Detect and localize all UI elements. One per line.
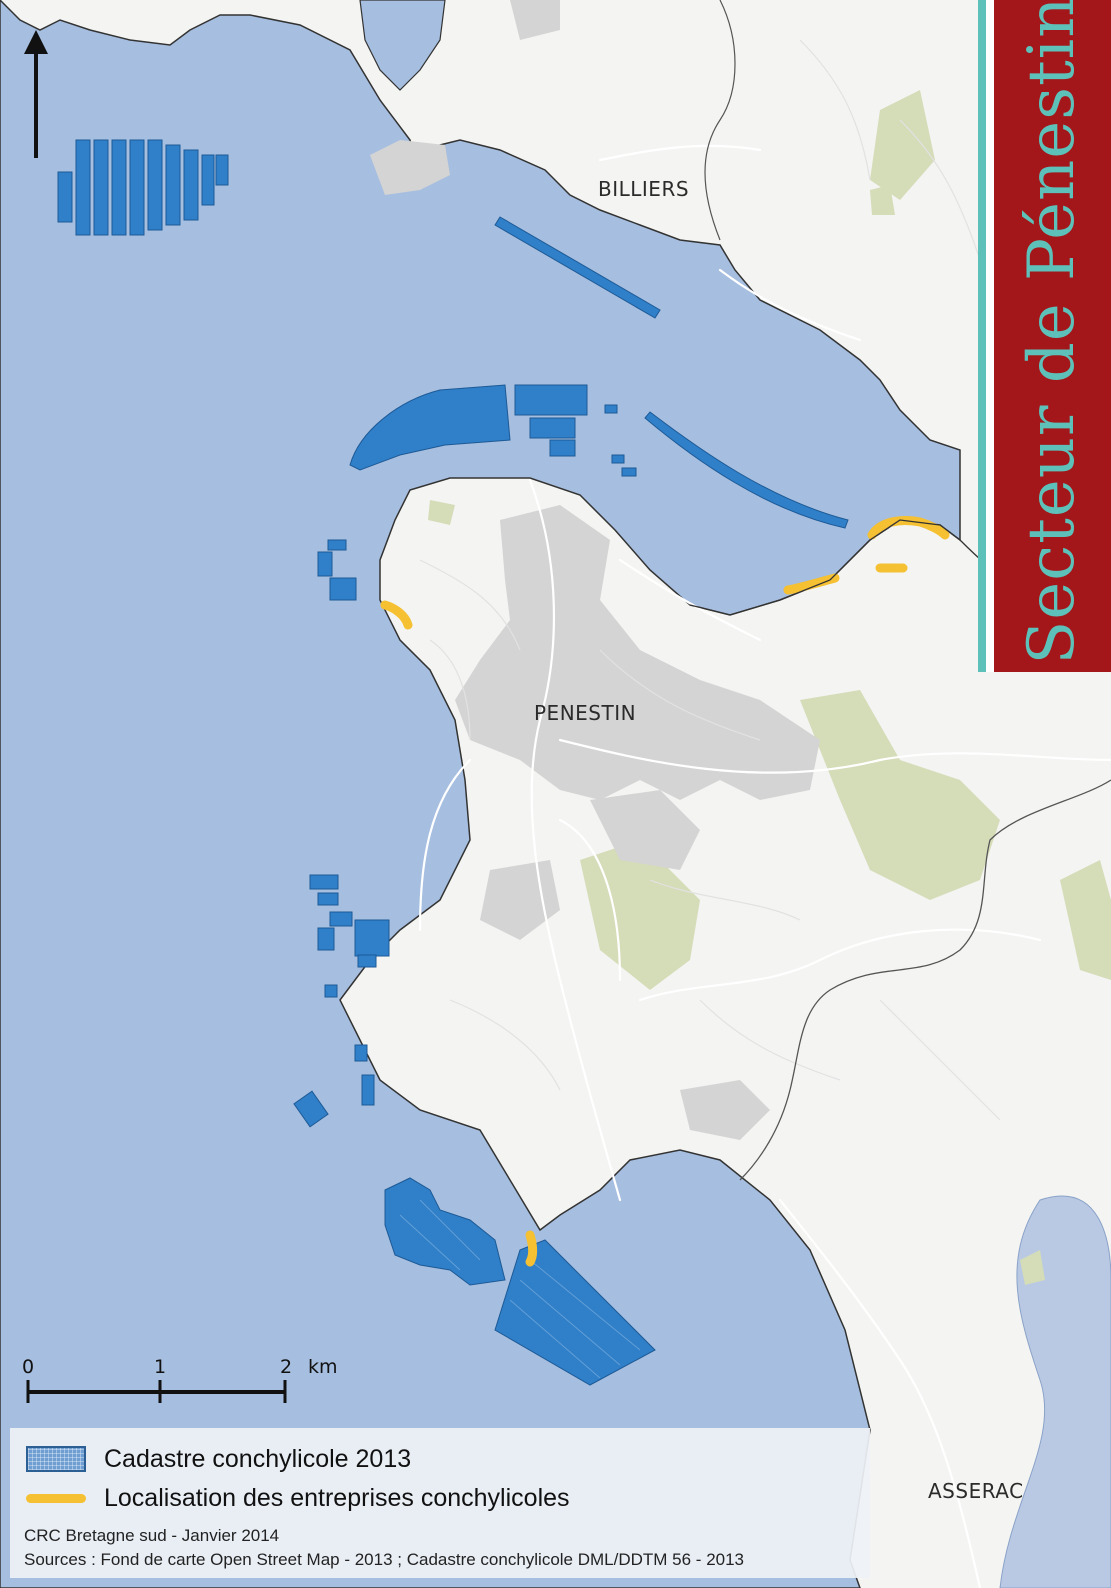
estuary-water [999, 1195, 1111, 1588]
cadastre-block-northwest [57, 139, 229, 236]
cadastre-block-south [384, 1177, 506, 1286]
scale-tick-0: 0 [22, 1356, 34, 1378]
cadastre-strip-billiers [494, 216, 661, 319]
cadastre-strip-east [644, 411, 849, 529]
scale-bar: 0 1 2 km [22, 1356, 338, 1403]
urban-areas [370, 0, 820, 1140]
scale-unit: km [308, 1356, 338, 1378]
coast-line-entreprises [689, 519, 961, 616]
legend-item-entreprises: Localisation des entreprises conchylicol… [26, 1483, 570, 1513]
forest-areas [428, 90, 1111, 1285]
boundary-northeast [704, 0, 736, 241]
scale-tick-1: 1 [154, 1356, 166, 1378]
cadastre-arc-north [349, 384, 511, 471]
north-arrow-icon [24, 30, 48, 158]
cadastre-hatching [399, 1199, 641, 1379]
map-title: Secteur de Pénestin [1015, 0, 1089, 665]
legend: Cadastre conchylicole 2013 Localisation … [10, 1428, 870, 1578]
minor-roads [419, 39, 1001, 1121]
credit-sources: Sources : Fond de carte Open Street Map … [24, 1550, 745, 1569]
cadastre-fan-south [494, 1239, 656, 1386]
place-label-billiers: BILLIERS [598, 177, 689, 201]
title-band-teal [978, 0, 986, 672]
legend-swatch-cadastre [26, 1446, 86, 1472]
credit-author: CRC Bretagne sud - Janvier 2014 [24, 1526, 280, 1545]
legend-label-cadastre: Cadastre conchylicole 2013 [104, 1444, 412, 1473]
inland-lake [359, 0, 446, 91]
cadastre-parcels [57, 139, 849, 1386]
title-panel: Secteur de Pénestin [978, 0, 1111, 672]
boundary-east [739, 779, 1111, 1181]
title-band-white [986, 0, 994, 672]
scale-tick-2: 2 [280, 1356, 292, 1378]
legend-swatch-entreprises [26, 1493, 86, 1503]
place-label-penestin: PENESTIN [534, 701, 636, 725]
legend-item-cadastre: Cadastre conchylicole 2013 [26, 1444, 411, 1474]
legend-label-entreprises: Localisation des entreprises conchylicol… [104, 1483, 570, 1512]
place-label-asserac: ASSERAC [928, 1479, 1024, 1503]
title-band-red [994, 0, 1111, 672]
